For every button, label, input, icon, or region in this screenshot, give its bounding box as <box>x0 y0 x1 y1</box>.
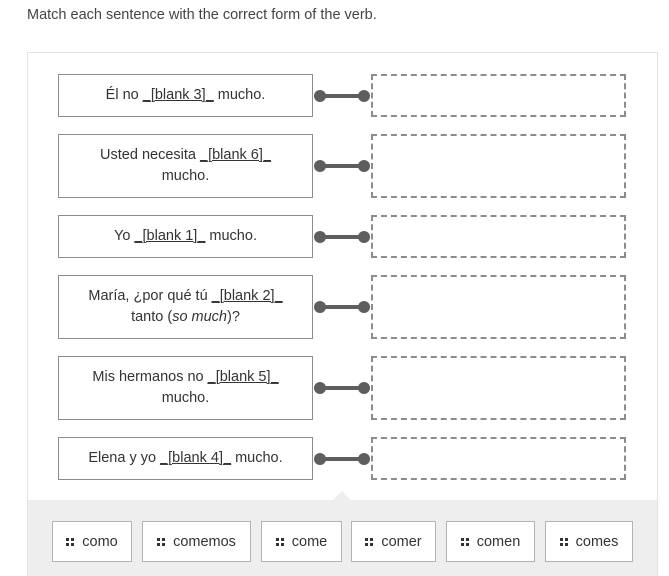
match-row: Mis hermanos no _[blank 5]_ mucho. <box>58 356 626 420</box>
sentence-end: )? <box>227 309 240 325</box>
sentence-prompt: Mis hermanos no _[blank 5]_ mucho. <box>58 356 313 420</box>
sentence-prompt: Usted necesita _[blank 6]_ mucho. <box>58 134 313 198</box>
blank-marker: _[blank 5]_ <box>207 369 279 385</box>
sentence-text: Elena y yo _[blank 4]_ mucho. <box>88 448 282 469</box>
choice-label: comemos <box>173 533 236 550</box>
drop-target[interactable] <box>371 356 626 420</box>
sentence-before: Elena y yo <box>88 450 161 466</box>
connector-icon <box>314 230 370 244</box>
blank-marker: _[blank 6]_ <box>200 147 271 163</box>
drop-target[interactable] <box>371 275 626 339</box>
sentence-before: Mis hermanos no <box>92 369 208 385</box>
choice-chip-comemos[interactable]: comemos <box>142 521 251 562</box>
instructions-text: Match each sentence with the correct for… <box>27 7 377 23</box>
choice-label: como <box>82 533 118 550</box>
drag-grip-icon <box>66 537 75 546</box>
choice-chip-como[interactable]: como <box>52 521 132 562</box>
matching-panel: Él no _[blank 3]_ mucho. Usted necesita … <box>27 52 658 576</box>
sentence-after: tanto ( <box>131 309 173 325</box>
connector-icon <box>314 159 370 173</box>
sentence-prompt: Elena y yo _[blank 4]_ mucho. <box>58 437 313 480</box>
connector-icon <box>314 452 370 466</box>
choice-label: come <box>291 533 328 550</box>
sentence-prompt: Yo _[blank 1]_ mucho. <box>58 215 313 258</box>
connector-icon <box>314 300 370 314</box>
sentence-after: mucho. <box>205 228 257 244</box>
sentence-after: mucho. <box>161 390 210 406</box>
sentence-prompt: Él no _[blank 3]_ mucho. <box>58 74 313 117</box>
connector-icon <box>314 89 370 103</box>
blank-marker: _[blank 1]_ <box>134 228 206 244</box>
match-row: María, ¿por qué tú _[blank 2]_ tanto (so… <box>58 275 626 339</box>
sentence-text: Yo _[blank 1]_ mucho. <box>114 226 257 247</box>
sentence-after: mucho. <box>231 450 283 466</box>
drop-target[interactable] <box>371 215 626 258</box>
blank-marker: _[blank 3]_ <box>142 87 214 103</box>
sentence-text: Usted necesita _[blank 6]_ mucho. <box>77 145 294 187</box>
sentence-text: Mis hermanos no _[blank 5]_ mucho. <box>77 367 294 409</box>
match-row: Usted necesita _[blank 6]_ mucho. <box>58 134 626 198</box>
drop-target[interactable] <box>371 74 626 117</box>
drag-grip-icon <box>365 537 374 546</box>
match-row: Él no _[blank 3]_ mucho. <box>58 74 626 117</box>
drag-grip-icon <box>275 537 284 546</box>
choice-label: comes <box>575 533 619 550</box>
sentence-before: María, ¿por qué tú <box>88 288 212 304</box>
drag-grip-icon <box>157 537 166 546</box>
connector-icon <box>314 381 370 395</box>
match-row: Elena y yo _[blank 4]_ mucho. <box>58 437 626 480</box>
sentence-before: Yo <box>114 228 135 244</box>
sentence-text: Él no _[blank 3]_ mucho. <box>106 85 266 106</box>
sentence-after: mucho. <box>161 168 210 184</box>
tray-pointer <box>332 491 352 501</box>
sentence-prompt: María, ¿por qué tú _[blank 2]_ tanto (so… <box>58 275 313 339</box>
drag-grip-icon <box>460 537 469 546</box>
choice-label: comer <box>381 533 422 550</box>
sentence-before: Usted necesita <box>100 147 200 163</box>
choice-label: comen <box>476 533 521 550</box>
sentence-before: Él no <box>105 87 143 103</box>
choice-chip-comer[interactable]: comer <box>351 521 436 562</box>
drop-target[interactable] <box>371 134 626 198</box>
drop-target[interactable] <box>371 437 626 480</box>
drag-grip-icon <box>559 537 568 546</box>
choice-chip-come[interactable]: come <box>261 521 342 562</box>
answer-tray: como comemos come comer comen comes <box>28 491 657 576</box>
sentence-after: mucho. <box>213 87 266 103</box>
match-row: Yo _[blank 1]_ mucho. <box>58 215 626 258</box>
sentence-text: María, ¿por qué tú _[blank 2]_ tanto (so… <box>77 286 294 328</box>
choice-chip-comen[interactable]: comen <box>446 521 535 562</box>
blank-marker: _[blank 2]_ <box>211 288 283 304</box>
sentence-italic: so much <box>172 309 227 325</box>
choice-chip-comes[interactable]: comes <box>545 521 633 562</box>
blank-marker: _[blank 4]_ <box>160 450 232 466</box>
